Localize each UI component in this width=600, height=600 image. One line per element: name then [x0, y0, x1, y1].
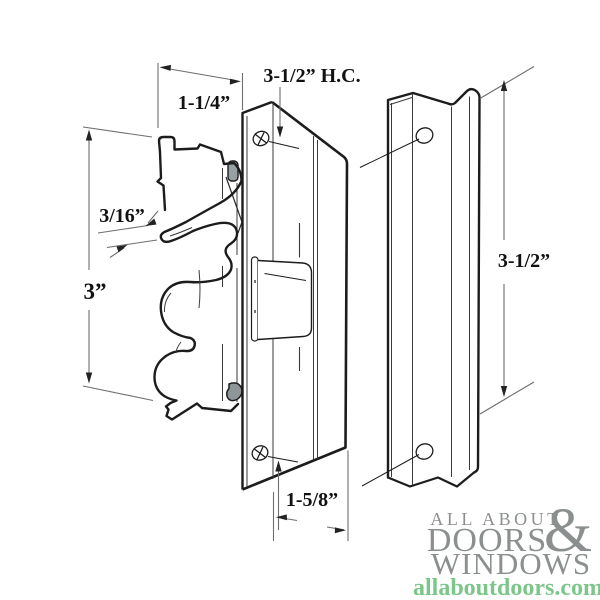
dimension-labels: 3-1/2” H.C. 1-1/4” 3/16” 3” 3-1/2” 1-5/8…	[80, 62, 554, 515]
outside-pull-face	[388, 89, 480, 487]
keeper-left-edge	[156, 150, 167, 212]
logo-windows: WINDOWS	[431, 546, 591, 581]
pull-top-hole	[359, 127, 434, 168]
dimension-keeper-width-label: 1-1/4”	[178, 92, 230, 114]
keeper-back-edges	[222, 168, 238, 402]
plate-top-screw-hole	[252, 130, 300, 149]
dimension-hook-gap-label: 3/16”	[99, 205, 145, 227]
inside-plate-drawing	[241, 100, 349, 491]
dimension-lines	[82, 63, 535, 541]
dimension-pull-hole-centers-label: 3-1/2”	[498, 250, 550, 272]
logo-doors: DOORS	[427, 522, 547, 559]
logo-all-about: ALL ABOUT	[430, 509, 561, 529]
keeper-lower-body	[153, 221, 240, 421]
logo-website-url: allaboutdoors.com	[413, 575, 600, 600]
dimension-arrowheads	[85, 64, 508, 534]
plate-bottom-screw-hole	[251, 445, 299, 463]
plate-latch-mechanism	[250, 223, 313, 371]
dimension-keeper-height-label: 3”	[84, 279, 107, 304]
dimension-hole-centers-label: 3-1/2” H.C.	[263, 65, 360, 87]
keeper-top-edge	[157, 135, 243, 183]
dimension-base-width-label: 1-5/8”	[286, 489, 338, 511]
outside-pull-drawing	[359, 87, 481, 488]
logo-ampersand-icon: &	[544, 497, 592, 565]
keeper-hook-tip	[226, 382, 243, 402]
company-logo: ALL ABOUT DOORS & WINDOWS allaboutdoors.…	[413, 497, 600, 600]
keeper-upper-hook	[159, 179, 243, 244]
latch-keeper-drawing	[153, 135, 243, 421]
pull-bottom-hole	[361, 443, 434, 487]
